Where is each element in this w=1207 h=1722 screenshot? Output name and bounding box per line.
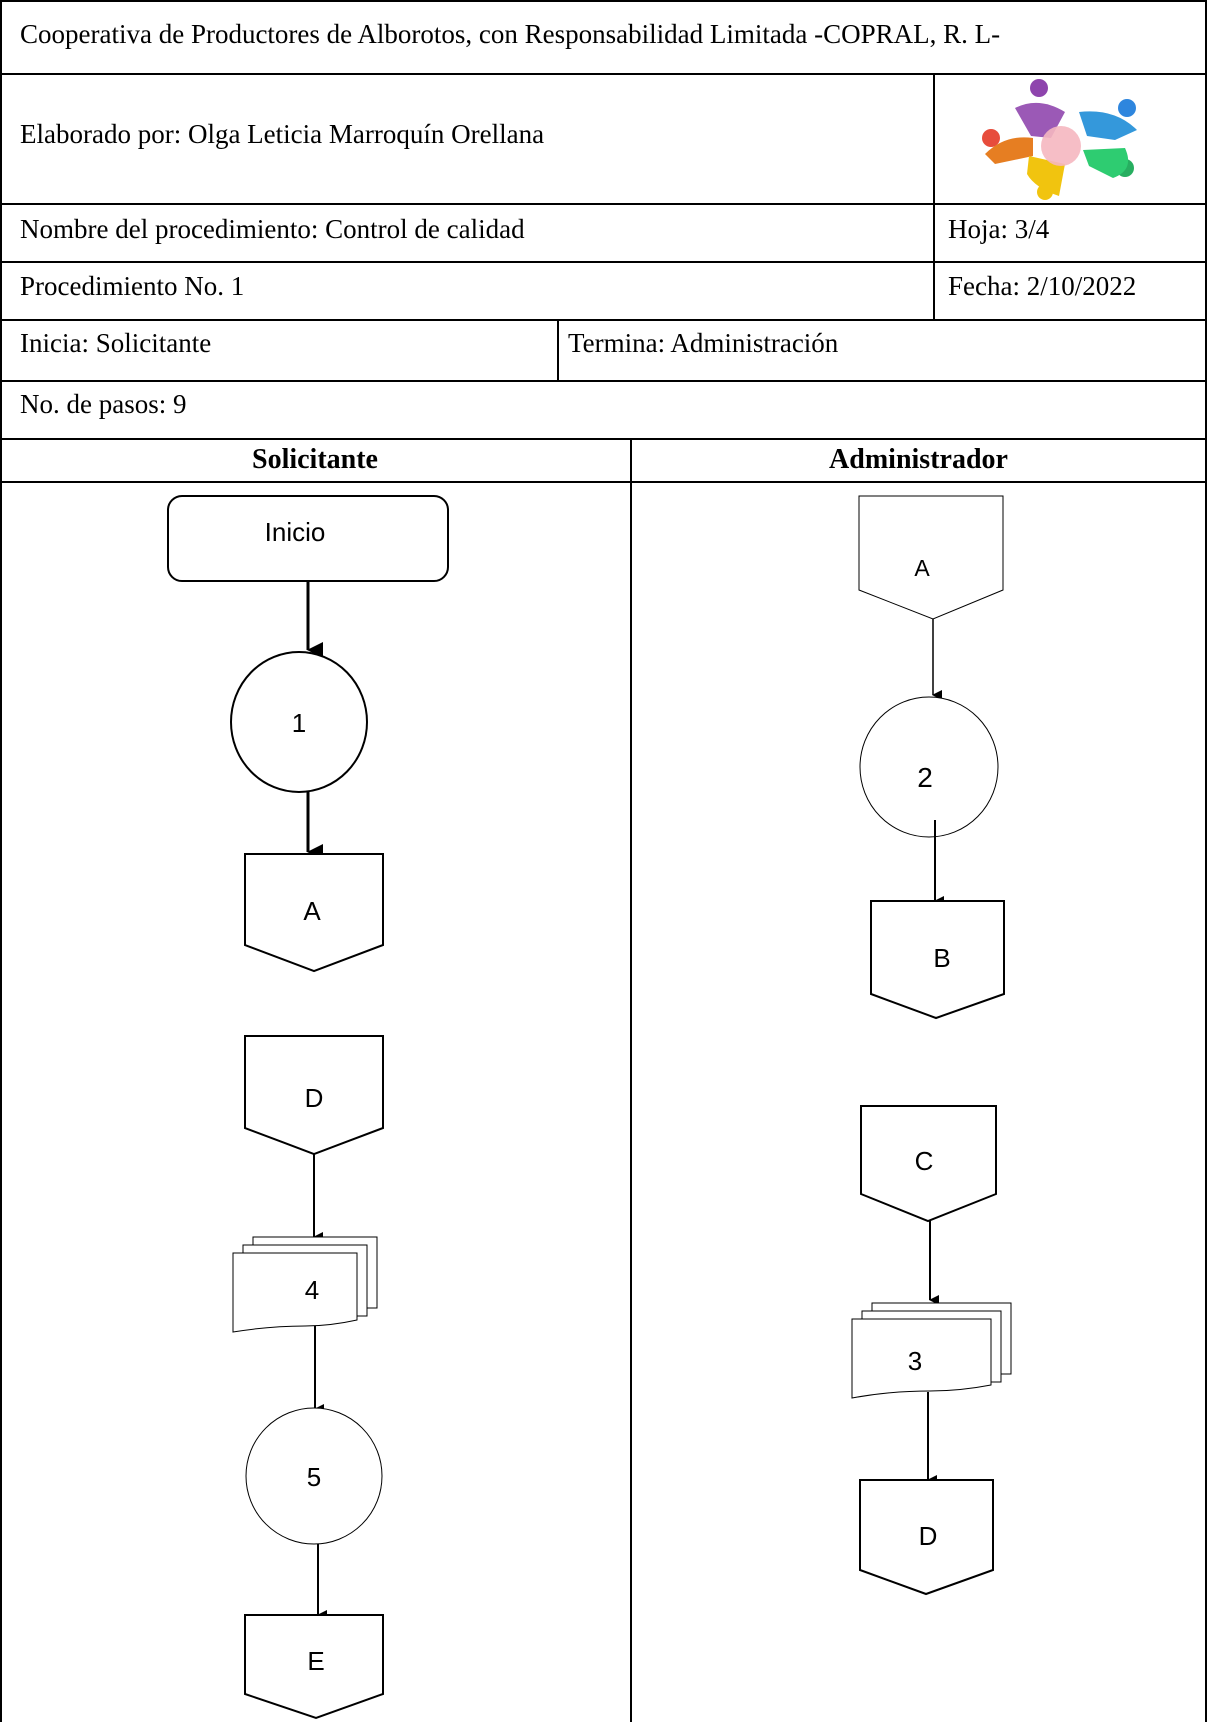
procedure-name: Nombre del procedimiento: Control de cal… xyxy=(20,214,525,244)
process-step-5: 5 xyxy=(245,1407,383,1545)
lane-divider xyxy=(630,438,632,1722)
connector-d-in: D xyxy=(244,1035,384,1156)
prepared-by: Elaborado por: Olga Leticia Marroquín Or… xyxy=(20,119,545,149)
connector-a-in-label: A xyxy=(914,555,930,581)
border-left xyxy=(0,0,2,1722)
start-label: Inicio xyxy=(265,517,326,547)
rule xyxy=(0,319,1207,321)
rule xyxy=(0,261,1207,263)
lane-header-administrador: Administrador xyxy=(829,444,1008,475)
connector-a-out: A xyxy=(244,853,384,973)
step-2-label: 2 xyxy=(917,762,933,793)
connector-d-out-label: D xyxy=(919,1521,938,1551)
step-3-label: 3 xyxy=(908,1346,922,1376)
lane-header-solicitante: Solicitante xyxy=(252,444,378,475)
process-step-2: 2 xyxy=(859,696,999,838)
connector-c: C xyxy=(860,1105,997,1223)
connector-e-label: E xyxy=(307,1646,324,1676)
connector-a-in: A xyxy=(858,495,1004,620)
process-step-1: 1 xyxy=(230,651,368,793)
rule xyxy=(0,438,1207,440)
border-top xyxy=(0,0,1207,2)
procedure-date: Fecha: 2/10/2022 xyxy=(948,271,1137,301)
step-5-label: 5 xyxy=(307,1462,321,1492)
multi-document-step-3: 3 xyxy=(851,1302,1012,1399)
procedure-number: Procedimiento No. 1 xyxy=(20,271,245,301)
connector-d-in-label: D xyxy=(305,1083,324,1113)
rule xyxy=(0,73,1207,75)
rule xyxy=(0,380,1207,382)
connector-c-label: C xyxy=(915,1146,934,1176)
connector-b: B xyxy=(870,900,1005,1020)
connector-e: E xyxy=(244,1614,384,1720)
organization-title: Cooperativa de Productores de Alborotos,… xyxy=(20,19,1001,49)
border-right xyxy=(1205,0,1207,1722)
multi-document-step-4: 4 xyxy=(232,1236,378,1333)
copral-logo xyxy=(982,79,1137,200)
starts-with: Inicia: Solicitante xyxy=(20,328,212,358)
rule xyxy=(0,203,1207,205)
divider xyxy=(557,319,559,382)
divider xyxy=(933,73,935,321)
flowchart: Inicio 1 A D 4 5 xyxy=(167,495,1012,1720)
rule xyxy=(0,481,1207,483)
connector-d-out: D xyxy=(859,1479,994,1596)
connector-a-out-label: A xyxy=(303,896,321,926)
sheet-number: Hoja: 3/4 xyxy=(948,214,1050,244)
ends-with: Termina: Administración xyxy=(568,328,839,358)
step-4-label: 4 xyxy=(305,1275,319,1305)
step-count: No. de pasos: 9 xyxy=(20,389,187,419)
step-1-label: 1 xyxy=(292,708,306,738)
start-terminator: Inicio xyxy=(167,495,449,582)
connector-b-label: B xyxy=(933,943,950,973)
